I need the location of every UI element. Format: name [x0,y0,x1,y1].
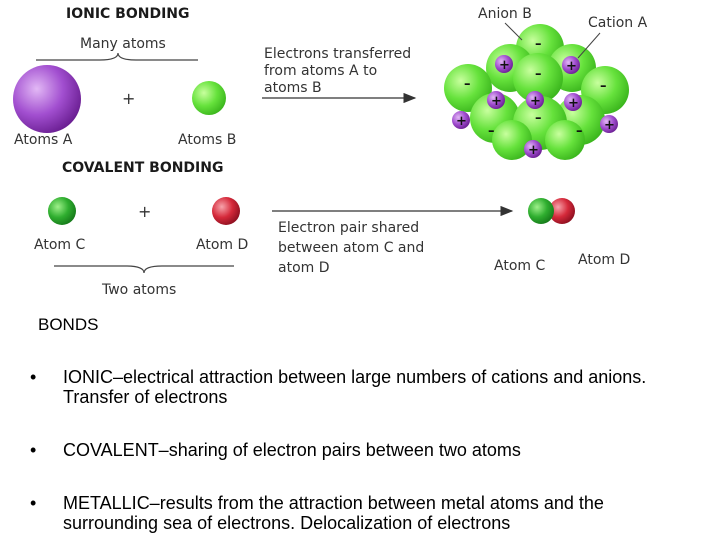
anion-sphere [492,120,532,160]
transfer-text-line2: from atoms A to [264,63,377,79]
ion-charge-minus: – [535,67,542,82]
bullet-text: IONIC–electrical attraction between larg… [63,367,680,407]
atoms-a-label: Atoms A [14,132,73,148]
cation-a-pointer [577,32,601,59]
bullet-marker: • [30,367,37,387]
anion-sphere [545,120,585,160]
cation-sphere [524,140,542,158]
bullet-main-text: METALLIC–results from the attraction bet… [63,493,604,533]
cation-sphere [526,91,544,109]
ion-charge-minus: – [600,79,607,94]
many-atoms-label: Many atoms [80,36,166,52]
atom-b-sphere [192,81,226,115]
two-atoms-label: Two atoms [101,282,176,298]
cation-sphere [564,93,582,111]
shared-text-line3: atom D [278,260,330,276]
cation-sphere [452,111,470,129]
covalent-heading: COVALENT BONDING [62,160,223,176]
ion-charge-plus: + [499,58,510,73]
cation-sphere [487,91,505,109]
ion-charge-plus: + [566,59,577,74]
bullet-main-text: IONIC–electrical attraction between larg… [63,367,647,387]
atoms-b-label: Atoms B [178,132,236,148]
bullet-marker: • [30,440,37,460]
bullet-covalent: • COVALENT–sharing of electron pairs bet… [30,440,680,460]
ion-charge-plus: + [528,143,539,158]
atom-c-label: Atom C [34,237,85,253]
ionic-heading: IONIC BONDING [66,6,190,22]
bullet-main-text: COVALENT–sharing of electron pairs betwe… [63,440,521,460]
cation-sphere [562,56,580,74]
bonds-title: BONDS [38,315,99,334]
ion-charge-minus: – [464,77,471,92]
ion-charge-plus: + [530,94,541,109]
atom-d-label: Atom D [196,237,248,253]
bullet-sub-text: Transfer of electrons [63,387,228,407]
anion-b-pointer [504,22,523,41]
ionic-lattice: + + + + + + + + – – – – – – – [444,24,629,160]
atom-a-sphere [13,65,81,133]
anion-b-label: Anion B [478,6,532,22]
anion-sphere [513,53,563,103]
bullet-ionic: • IONIC–electrical attraction between la… [30,367,680,407]
bullet-marker: • [30,493,37,513]
transfer-text-line1: Electrons transferred [264,46,411,62]
covalent-plus-sign: + [138,202,151,221]
bullet-text: COVALENT–sharing of electron pairs betwe… [63,440,680,460]
cation-sphere [600,115,618,133]
atom-c-sphere [48,197,76,225]
ion-charge-plus: + [604,118,615,133]
transfer-text-line3: atoms B [264,80,322,96]
cation-a-label: Cation A [588,15,648,31]
ion-charge-minus: – [535,37,542,52]
shared-text-line2: between atom C and [278,240,424,256]
bullet-sub-text: Delocalization of electrons [295,513,511,533]
bullet-text: METALLIC–results from the attraction bet… [63,493,680,533]
bonded-atom-d-label: Atom D [578,252,630,268]
slide-text: BONDS • IONIC–electrical attraction betw… [0,305,720,540]
bonded-atom-c-label: Atom C [494,258,545,274]
ion-charge-minus: – [535,111,542,126]
shared-text-line1: Electron pair shared [278,220,419,236]
cation-sphere [495,55,513,73]
ion-charge-minus: – [576,124,583,139]
atom-d-sphere [212,197,240,225]
bonded-atom-c-sphere [528,198,554,224]
bonding-diagram: IONIC BONDING Many atoms + Atoms A Atoms… [13,6,648,298]
ion-charge-minus: – [488,124,495,139]
ionic-plus-sign: + [122,89,135,108]
bullet-metallic: • METALLIC–results from the attraction b… [30,493,680,533]
many-atoms-brace [36,52,198,61]
ion-charge-plus: + [456,114,467,129]
two-atoms-brace [54,265,234,274]
bonded-atom-d-sphere [549,198,575,224]
ion-charge-plus: + [568,96,579,111]
ion-charge-plus: + [491,94,502,109]
